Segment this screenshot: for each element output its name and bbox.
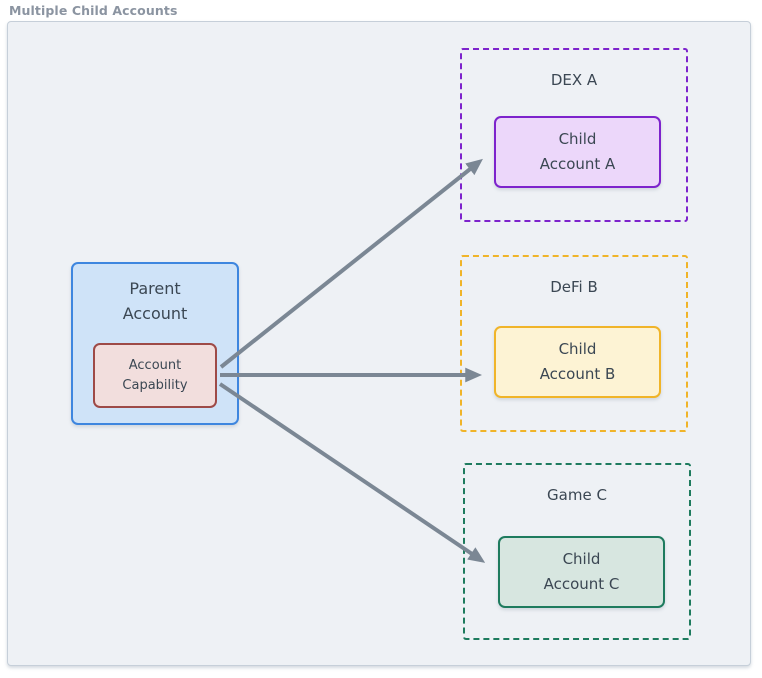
service-title-game-c: Game C [547, 486, 607, 504]
service-box-dex-a: DEX A Child Account A [460, 48, 688, 222]
diagram-title: Multiple Child Accounts [9, 3, 178, 18]
child-account-b-label: Child Account B [539, 340, 616, 383]
account-capability-box: Account Capability [93, 343, 217, 408]
parent-account-label: Parent Account [122, 279, 188, 323]
child-account-b-box: Child Account B [494, 326, 661, 398]
parent-account-box: Parent Account Account Capability [71, 262, 239, 425]
service-box-game-c: Game C Child Account C [463, 463, 691, 640]
child-account-a-box: Child Account A [494, 116, 661, 188]
diagram-canvas: Parent Account Account Capability DEX A … [7, 21, 751, 666]
service-title-dex-a: DEX A [550, 71, 598, 89]
child-account-c-box: Child Account C [498, 536, 665, 608]
service-box-defi-b: DeFi B Child Account B [460, 255, 688, 432]
child-account-c-label: Child Account C [543, 550, 620, 593]
account-capability-label: Account Capability [122, 357, 188, 393]
child-account-a-label: Child Account A [539, 130, 616, 173]
service-title-defi-b: DeFi B [550, 278, 598, 296]
